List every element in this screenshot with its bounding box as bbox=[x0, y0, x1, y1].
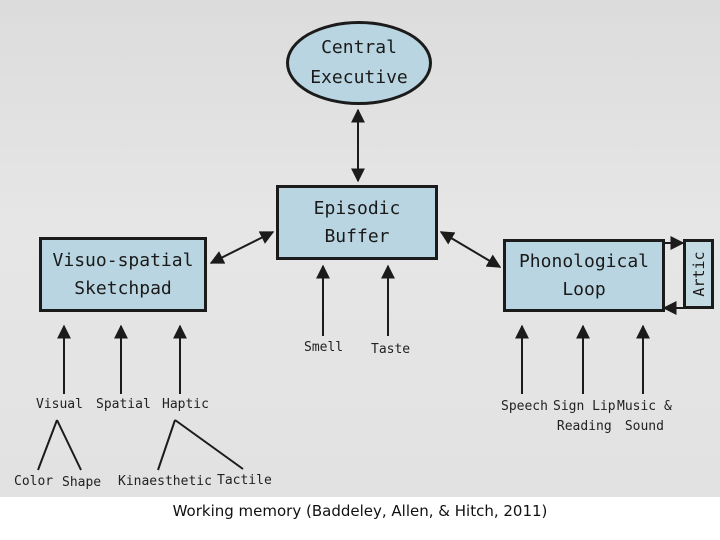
input-visual: Visual bbox=[36, 397, 83, 412]
branch-haptic-kinaesthetic bbox=[157, 419, 176, 471]
input-shape: Shape bbox=[62, 475, 102, 490]
diagram-photo: Central Executive Episodic Buffer Visuo-… bbox=[0, 0, 720, 497]
input-sign-lip-reading: Sign Lip Reading bbox=[553, 399, 616, 434]
phonological-loop-node: Phonological Loop bbox=[503, 239, 665, 312]
central-executive-node: Central Executive bbox=[286, 21, 432, 105]
visuo-spatial-sketchpad-node: Visuo-spatial Sketchpad bbox=[39, 237, 207, 312]
input-music-sound: Music & Sound bbox=[617, 399, 672, 434]
branch-visual-shape bbox=[56, 419, 82, 471]
arrow-buffer-phono bbox=[439, 231, 502, 268]
arrow-buffer-visuo bbox=[209, 231, 275, 264]
connector-lines bbox=[37, 108, 685, 471]
articulatory-node: Artic bbox=[683, 239, 714, 309]
input-smell: Smell bbox=[304, 340, 344, 355]
input-tactile: Tactile bbox=[217, 473, 272, 488]
artic-label: Artic bbox=[689, 251, 708, 297]
input-color: Color bbox=[14, 474, 54, 489]
figure-caption: Working memory (Baddeley, Allen, & Hitch… bbox=[172, 502, 548, 520]
input-spatial: Spatial bbox=[96, 397, 151, 412]
input-taste: Taste bbox=[371, 342, 411, 357]
branch-haptic-tactile bbox=[174, 419, 244, 470]
input-speech: Speech bbox=[501, 399, 548, 414]
branch-visual-color bbox=[37, 419, 58, 471]
episodic-buffer-node: Episodic Buffer bbox=[276, 185, 438, 260]
input-kinaesthetic: Kinaesthetic bbox=[118, 474, 212, 489]
input-haptic: Haptic bbox=[162, 397, 209, 412]
